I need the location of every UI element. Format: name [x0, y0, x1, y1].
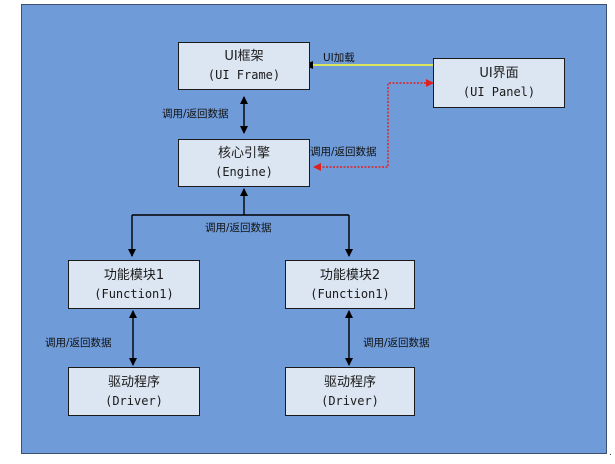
- node-driver-b-subtitle: (Driver): [321, 393, 379, 408]
- node-engine: 核心引擎 (Engine): [178, 139, 310, 187]
- node-ui-frame: UI框架 (UI Frame): [178, 42, 310, 90]
- edge-label-engine-functions: 调用/返回数据: [205, 222, 272, 234]
- node-function-a: 功能模块1 (Function1): [68, 260, 200, 309]
- node-ui-frame-subtitle: (UI Frame): [207, 68, 281, 82]
- node-function-b-subtitle: (Function1): [310, 286, 390, 301]
- edge-label-panel-engine: 调用/返回数据: [310, 146, 377, 158]
- node-driver-b-title: 驱动程序: [323, 374, 376, 390]
- node-function-a-title: 功能模块1: [103, 267, 165, 283]
- node-driver-a: 驱动程序 (Driver): [68, 367, 200, 416]
- node-driver-a-title: 驱动程序: [107, 374, 160, 390]
- edge-label-frame-engine: 调用/返回数据: [162, 108, 229, 120]
- node-engine-subtitle: (Engine): [215, 165, 273, 179]
- edge-label-function-a-driver: 调用/返回数据: [45, 337, 112, 349]
- node-ui-frame-title: UI框架: [224, 49, 264, 64]
- node-driver-b: 驱动程序 (Driver): [285, 367, 415, 416]
- node-function-a-subtitle: (Function1): [94, 286, 174, 301]
- node-ui-panel: UI界面 (UI Panel): [433, 58, 565, 108]
- node-ui-panel-subtitle: (UI Panel): [462, 85, 536, 99]
- node-driver-a-subtitle: (Driver): [105, 393, 163, 408]
- edge-label-load: UI加载: [323, 52, 355, 64]
- node-engine-title: 核心引擎: [217, 146, 270, 161]
- edge-label-function-b-driver: 调用/返回数据: [363, 337, 430, 349]
- arrow-panel-engine: [313, 79, 434, 171]
- node-ui-panel-title: UI界面: [479, 66, 519, 81]
- page-mark: .: [609, 448, 612, 458]
- node-function-b-title: 功能模块2: [319, 267, 381, 283]
- node-function-b: 功能模块2 (Function1): [285, 260, 415, 309]
